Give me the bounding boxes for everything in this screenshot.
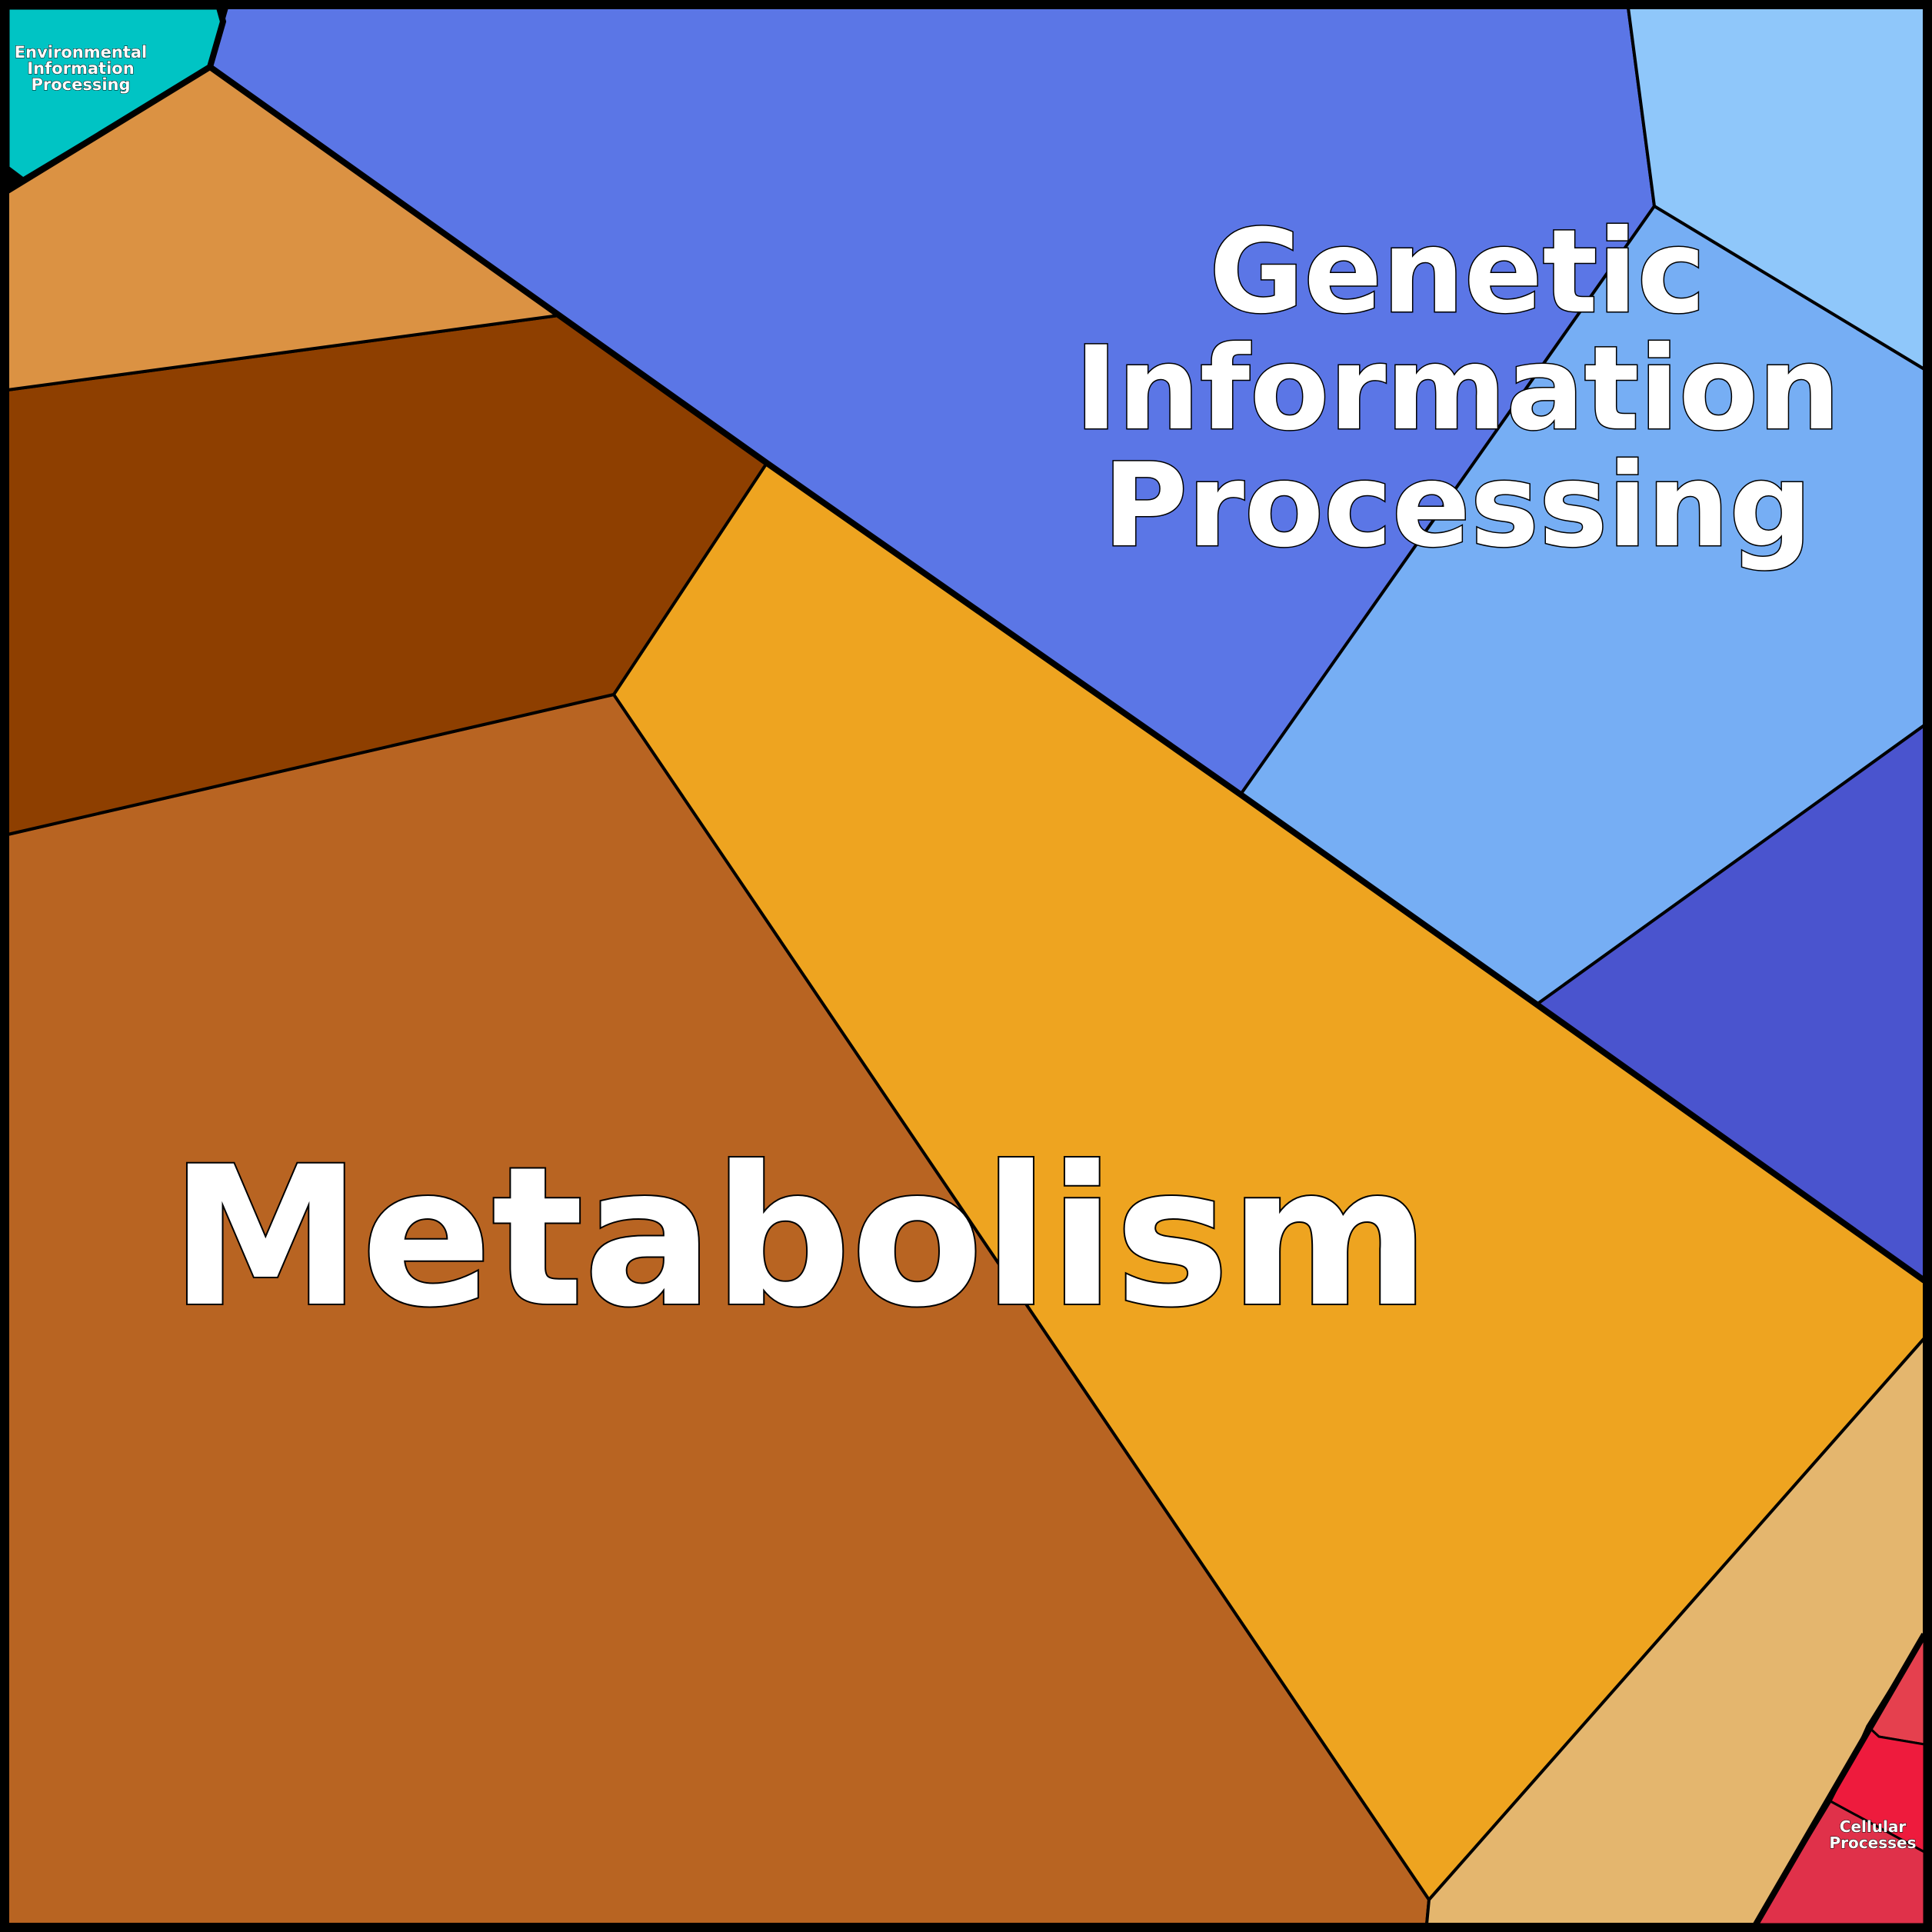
label-environmental-line-2: Information — [27, 59, 134, 78]
label-cellular-line-1: Cellular — [1840, 1817, 1907, 1836]
boundary-environmental — [5, 6, 227, 194]
label-environmental-line-3: Processing — [31, 75, 130, 94]
label-environmental-information-processing: Environmental Information Processing — [14, 43, 147, 95]
label-environmental-line-1: Environmental — [15, 43, 147, 62]
label-genetic-information-processing: Genetic Information Processing — [1074, 205, 1841, 575]
label-genetic-line-1: Genetic — [1209, 205, 1705, 339]
label-genetic-line-2: Information — [1074, 322, 1840, 456]
label-cellular-line-2: Processes — [1830, 1834, 1917, 1852]
label-metabolism-text: Metabolism — [170, 1125, 1430, 1349]
label-metabolism: Metabolism — [168, 1124, 1431, 1351]
boundary-metabolism-genetic — [208, 64, 1927, 1284]
label-cellular-processes: Cellular Processes — [1829, 1817, 1917, 1853]
boundary-cellular — [1753, 1632, 1927, 1927]
label-genetic-line-3: Processing — [1103, 439, 1812, 573]
